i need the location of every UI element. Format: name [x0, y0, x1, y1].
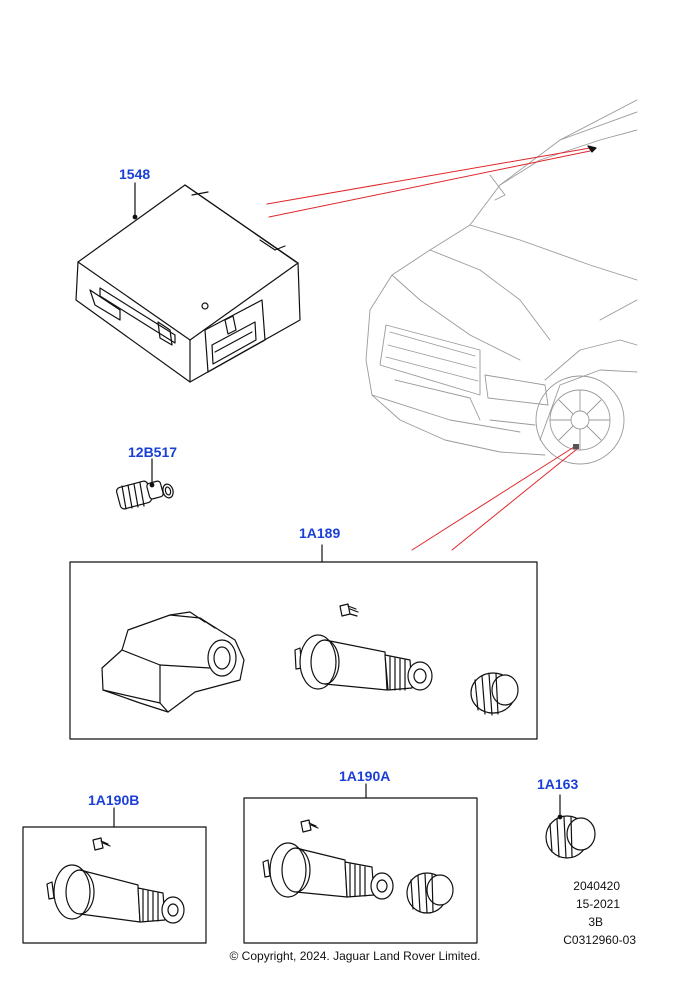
callout-1A189[interactable]: 1A189: [299, 525, 341, 541]
valve-adaptor-drawing: [115, 480, 174, 510]
valve-cap-1A163-drawing: [545, 815, 596, 859]
reference-revision: 3B: [588, 915, 603, 929]
valve-stem-1A190B-drawing: [46, 837, 185, 924]
tpms-sensor-drawing: [101, 611, 245, 713]
valve-cap-drawing: [470, 672, 519, 716]
callout-1A190B[interactable]: 1A190B: [88, 792, 140, 808]
vehicle-outline-drawing: [365, 99, 638, 465]
kit-box-1A189: [69, 561, 538, 740]
callout-1A190A[interactable]: 1A190A: [339, 768, 391, 784]
copyright-notice: © Copyright, 2024. Jaguar Land Rover Lim…: [229, 949, 481, 963]
callout-1A163[interactable]: 1A163: [537, 776, 579, 792]
sensor-location-marker: [573, 444, 579, 449]
module-location-marker: [587, 145, 597, 153]
callout-12B517[interactable]: 12B517: [128, 444, 178, 460]
screw-drawing: [339, 603, 359, 617]
tpms-module-drawing: [75, 184, 301, 383]
kit-box-1A190B: [22, 826, 207, 944]
valve-stem-drawing: [294, 634, 433, 691]
kit-box-1A190A: [243, 797, 478, 944]
callout-1548[interactable]: 1548: [119, 166, 151, 182]
reference-number: 2040420: [573, 879, 620, 893]
reference-illustration-code: C0312960-03: [563, 933, 636, 947]
reference-date: 15-2021: [575, 897, 620, 911]
valve-stem-1A190A-drawing: [262, 819, 454, 914]
red-leader-lines: [266, 147, 591, 551]
